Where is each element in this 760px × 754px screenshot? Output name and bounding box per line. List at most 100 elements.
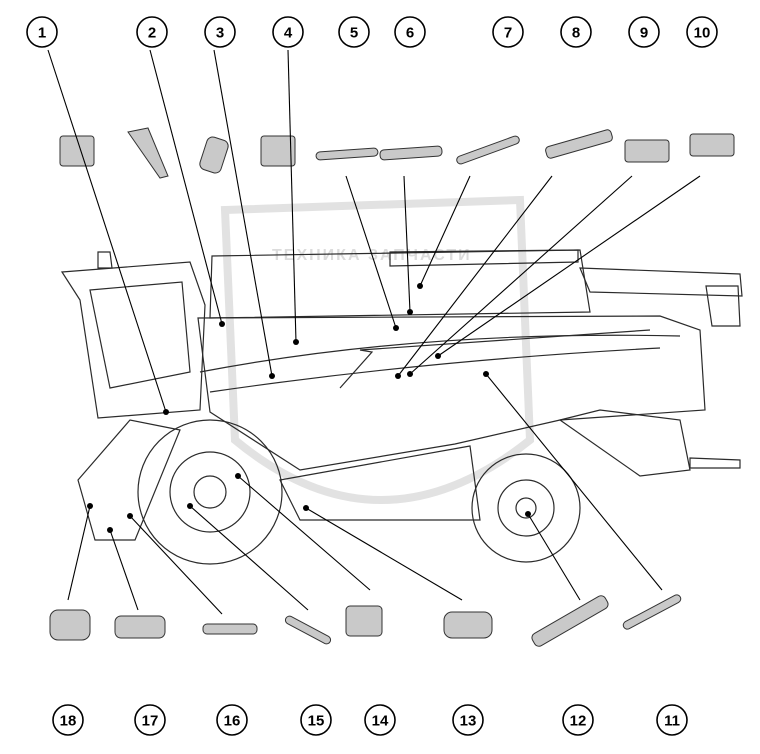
callout-14: 14: [364, 704, 396, 736]
unloading-auger: [579, 267, 743, 297]
callout-circle: [204, 16, 236, 48]
callout-8: 8: [560, 16, 592, 48]
callout-number: 1: [38, 25, 46, 42]
callout-number: 18: [60, 713, 77, 730]
watermark-shield: [220, 195, 535, 504]
callout-circle: [656, 704, 688, 736]
leader-line-12: [527, 513, 581, 601]
tank-extension: [389, 249, 579, 267]
body-stripe-zigzag: [339, 329, 651, 389]
part-9-valve-icon: [624, 139, 670, 163]
callout-3: 3: [204, 16, 236, 48]
front-wheel-tire: [137, 419, 283, 565]
leader-dot-18: [87, 503, 93, 509]
callout-12: 12: [562, 704, 594, 736]
part-6-probe-icon: [379, 145, 443, 161]
callout-circle: [686, 16, 718, 48]
leader-dot-17: [107, 527, 113, 533]
leader-line-8: [397, 175, 553, 377]
part-1-connector-icon: [59, 135, 95, 167]
callout-15: 15: [300, 704, 332, 736]
callout-number: 10: [694, 25, 711, 42]
grain-tank: [209, 249, 591, 319]
callout-number: 4: [284, 25, 293, 42]
leader-line-7: [419, 175, 471, 287]
callout-circle: [136, 16, 168, 48]
callout-circle: [338, 16, 370, 48]
leader-dot-15: [187, 503, 193, 509]
callout-number: 13: [460, 713, 477, 730]
callout-circle: [394, 16, 426, 48]
main-body: [197, 315, 706, 471]
leader-line-2: [149, 49, 223, 325]
leader-line-10: [437, 175, 701, 357]
callout-number: 8: [572, 25, 580, 42]
callout-circle: [52, 704, 84, 736]
callout-circle: [492, 16, 524, 48]
leader-line-3: [213, 49, 273, 377]
front-wheel-hub: [193, 475, 227, 509]
callout-number: 9: [640, 25, 648, 42]
leader-dot-3: [269, 373, 275, 379]
combine-harvester: [60, 249, 743, 565]
cab: [60, 261, 206, 419]
leader-dot-6: [407, 309, 413, 315]
callout-17: 17: [134, 704, 166, 736]
part-8-sensor-icon: [545, 129, 613, 159]
feeder-house: [77, 419, 181, 541]
callout-circle: [562, 704, 594, 736]
leader-dot-12: [525, 511, 531, 517]
leader-line-18: [67, 505, 91, 601]
part-4-connector-icon: [260, 135, 296, 167]
lower-frame: [279, 445, 481, 521]
callout-number: 15: [308, 713, 325, 730]
callout-number: 5: [350, 25, 358, 42]
callout-18: 18: [52, 704, 84, 736]
leader-line-9: [409, 175, 633, 375]
callout-4: 4: [272, 16, 304, 48]
callout-circle: [134, 704, 166, 736]
leader-dot-11: [483, 371, 489, 377]
callout-number: 12: [570, 713, 587, 730]
rear-wheel-rim: [497, 479, 555, 537]
callout-1: 1: [26, 16, 58, 48]
callout-number: 3: [216, 25, 224, 42]
callout-number: 11: [664, 713, 680, 730]
callout-5: 5: [338, 16, 370, 48]
callout-circle: [26, 16, 58, 48]
callout-7: 7: [492, 16, 524, 48]
part-3-sensor-icon: [199, 136, 229, 174]
part-16-probe-icon: [202, 623, 258, 635]
beacon: [97, 251, 113, 269]
leader-line-14: [237, 475, 371, 591]
callout-13: 13: [452, 704, 484, 736]
leader-lines: [47, 49, 701, 615]
part-7-probe-icon: [456, 135, 520, 165]
part-15-probe-icon: [284, 615, 332, 645]
leader-line-1: [47, 49, 167, 413]
leader-dot-9: [407, 371, 413, 377]
front-wheel-rim: [169, 451, 251, 533]
callout-circle: [560, 16, 592, 48]
leader-line-6: [403, 175, 411, 313]
part-14-switch-icon: [345, 605, 383, 637]
callout-number: 16: [224, 713, 241, 730]
part-2-switch-icon: [127, 127, 169, 179]
leader-line-5: [345, 175, 397, 329]
callout-circle: [216, 704, 248, 736]
callout-number: 2: [148, 25, 156, 42]
part-12-sensor-icon: [531, 595, 609, 647]
part-11-probe-icon: [622, 594, 682, 630]
callout-number: 17: [142, 713, 159, 730]
part-5-probe-icon: [315, 147, 379, 161]
callout-circle: [300, 704, 332, 736]
part-icons: [49, 127, 735, 647]
body-stripe-upper: [199, 334, 681, 373]
callout-circle: [272, 16, 304, 48]
leader-dot-8: [395, 373, 401, 379]
callout-9: 9: [628, 16, 660, 48]
leader-dot-1: [163, 409, 169, 415]
part-13-sensor-icon: [443, 611, 493, 639]
